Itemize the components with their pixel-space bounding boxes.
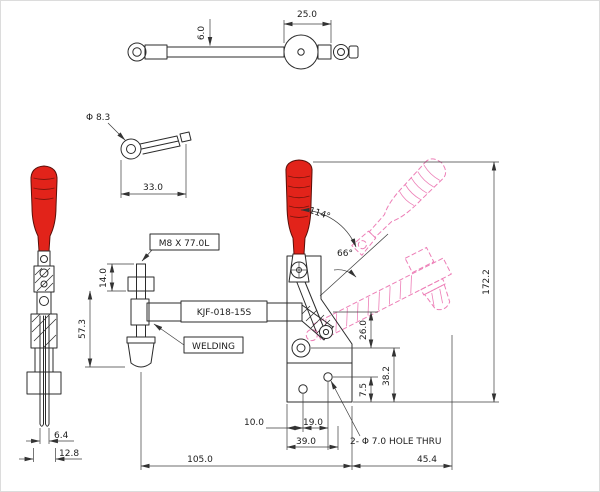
side-handle xyxy=(30,165,58,252)
top-right-ring-inner xyxy=(337,48,345,56)
top-right-ring-outer xyxy=(333,44,349,60)
top-left-ring-outer xyxy=(127,42,147,62)
dim-105-label: 105.0 xyxy=(187,455,213,465)
phantom-spindle-washer xyxy=(420,278,446,296)
phantom-open-position xyxy=(305,158,452,342)
side-ubar-tip-left xyxy=(39,423,44,427)
main-view xyxy=(126,159,353,403)
side-mid-block xyxy=(36,291,52,315)
main-view-dimensions: 114° 66° M8 X 77.0L KJF-018-15S WELDING … xyxy=(78,161,499,470)
angle-114-label: 114° xyxy=(308,206,332,222)
side-clevis xyxy=(37,250,51,267)
dim-7-5-label: 7.5 xyxy=(359,383,369,397)
phantom-arm xyxy=(305,246,452,342)
dim-25-label: 25.0 xyxy=(297,10,317,20)
top-right-plate xyxy=(317,44,332,60)
spindle-rubber-tip xyxy=(127,342,155,368)
top-right-cap xyxy=(348,45,359,59)
phantom-handle xyxy=(351,158,447,256)
main-body xyxy=(286,255,353,403)
spindle-thread-box xyxy=(149,233,220,251)
side-view-dimensions: 6.4 12.8 xyxy=(19,428,82,462)
welding-label: WELDING xyxy=(192,342,235,352)
dim-57-3-label: 57.3 xyxy=(78,319,88,339)
top-left-ring-inner xyxy=(132,47,142,57)
main-handle xyxy=(285,159,313,255)
top-left-clevis xyxy=(144,44,168,60)
side-link-plate xyxy=(33,265,55,293)
phantom-spindle-nut xyxy=(404,246,435,274)
dim-33-label: 33.0 xyxy=(143,183,163,193)
phantom-spindle-tip xyxy=(424,283,451,311)
spindle-nut xyxy=(127,276,155,292)
dim-26-label: 26.0 xyxy=(359,320,369,340)
mounting-hole-front xyxy=(298,384,308,394)
link-pivot xyxy=(319,325,333,339)
top-hub-hole xyxy=(297,48,305,56)
part-number-box xyxy=(180,300,268,323)
dim-8-3-label: Φ 8.3 xyxy=(86,113,110,123)
hole-note-label: 2- Φ 7.0 HOLE THRU xyxy=(350,437,441,447)
part-number-label: KJF-018-15S xyxy=(197,308,252,318)
mounting-hole-rear xyxy=(323,372,333,382)
dim-10-label: 10.0 xyxy=(244,418,264,428)
top-view-dimensions: 25.0 6.0 xyxy=(197,10,332,46)
detail-ring-inner xyxy=(126,144,136,154)
angle-66-label: 66° xyxy=(337,249,353,259)
dim-172-2-label: 172.2 xyxy=(482,269,492,295)
top-hub xyxy=(283,34,319,70)
dim-14-label: 14.0 xyxy=(99,268,109,288)
dim-19-label: 19.0 xyxy=(303,418,323,428)
detail-arm-mid xyxy=(141,140,179,150)
detail-tip xyxy=(179,131,192,143)
dim-6-4-label: 6.4 xyxy=(54,431,69,441)
side-ubar-tip-right xyxy=(45,423,50,427)
side-view xyxy=(26,165,62,427)
spindle-washer xyxy=(126,336,156,344)
detail-arm-bottom xyxy=(142,145,181,155)
dim-12-8-label: 12.8 xyxy=(59,449,79,459)
top-bar xyxy=(166,46,285,58)
top-view xyxy=(127,34,359,70)
spindle-thread-label: M8 X 77.0L xyxy=(159,239,209,249)
dim-6-label: 6.0 xyxy=(197,26,207,41)
dim-38-2-label: 38.2 xyxy=(382,366,392,386)
detail-ring-outer xyxy=(120,138,142,160)
dim-39-label: 39.0 xyxy=(296,437,316,447)
spindle-plate xyxy=(130,298,150,326)
detail-arm-top xyxy=(139,135,178,145)
dim-45-4-label: 45.4 xyxy=(417,455,437,465)
detail-view-dimensions: Φ 8.3 33.0 xyxy=(86,113,187,198)
arm-pivot xyxy=(291,338,311,358)
detail-view xyxy=(120,131,192,160)
